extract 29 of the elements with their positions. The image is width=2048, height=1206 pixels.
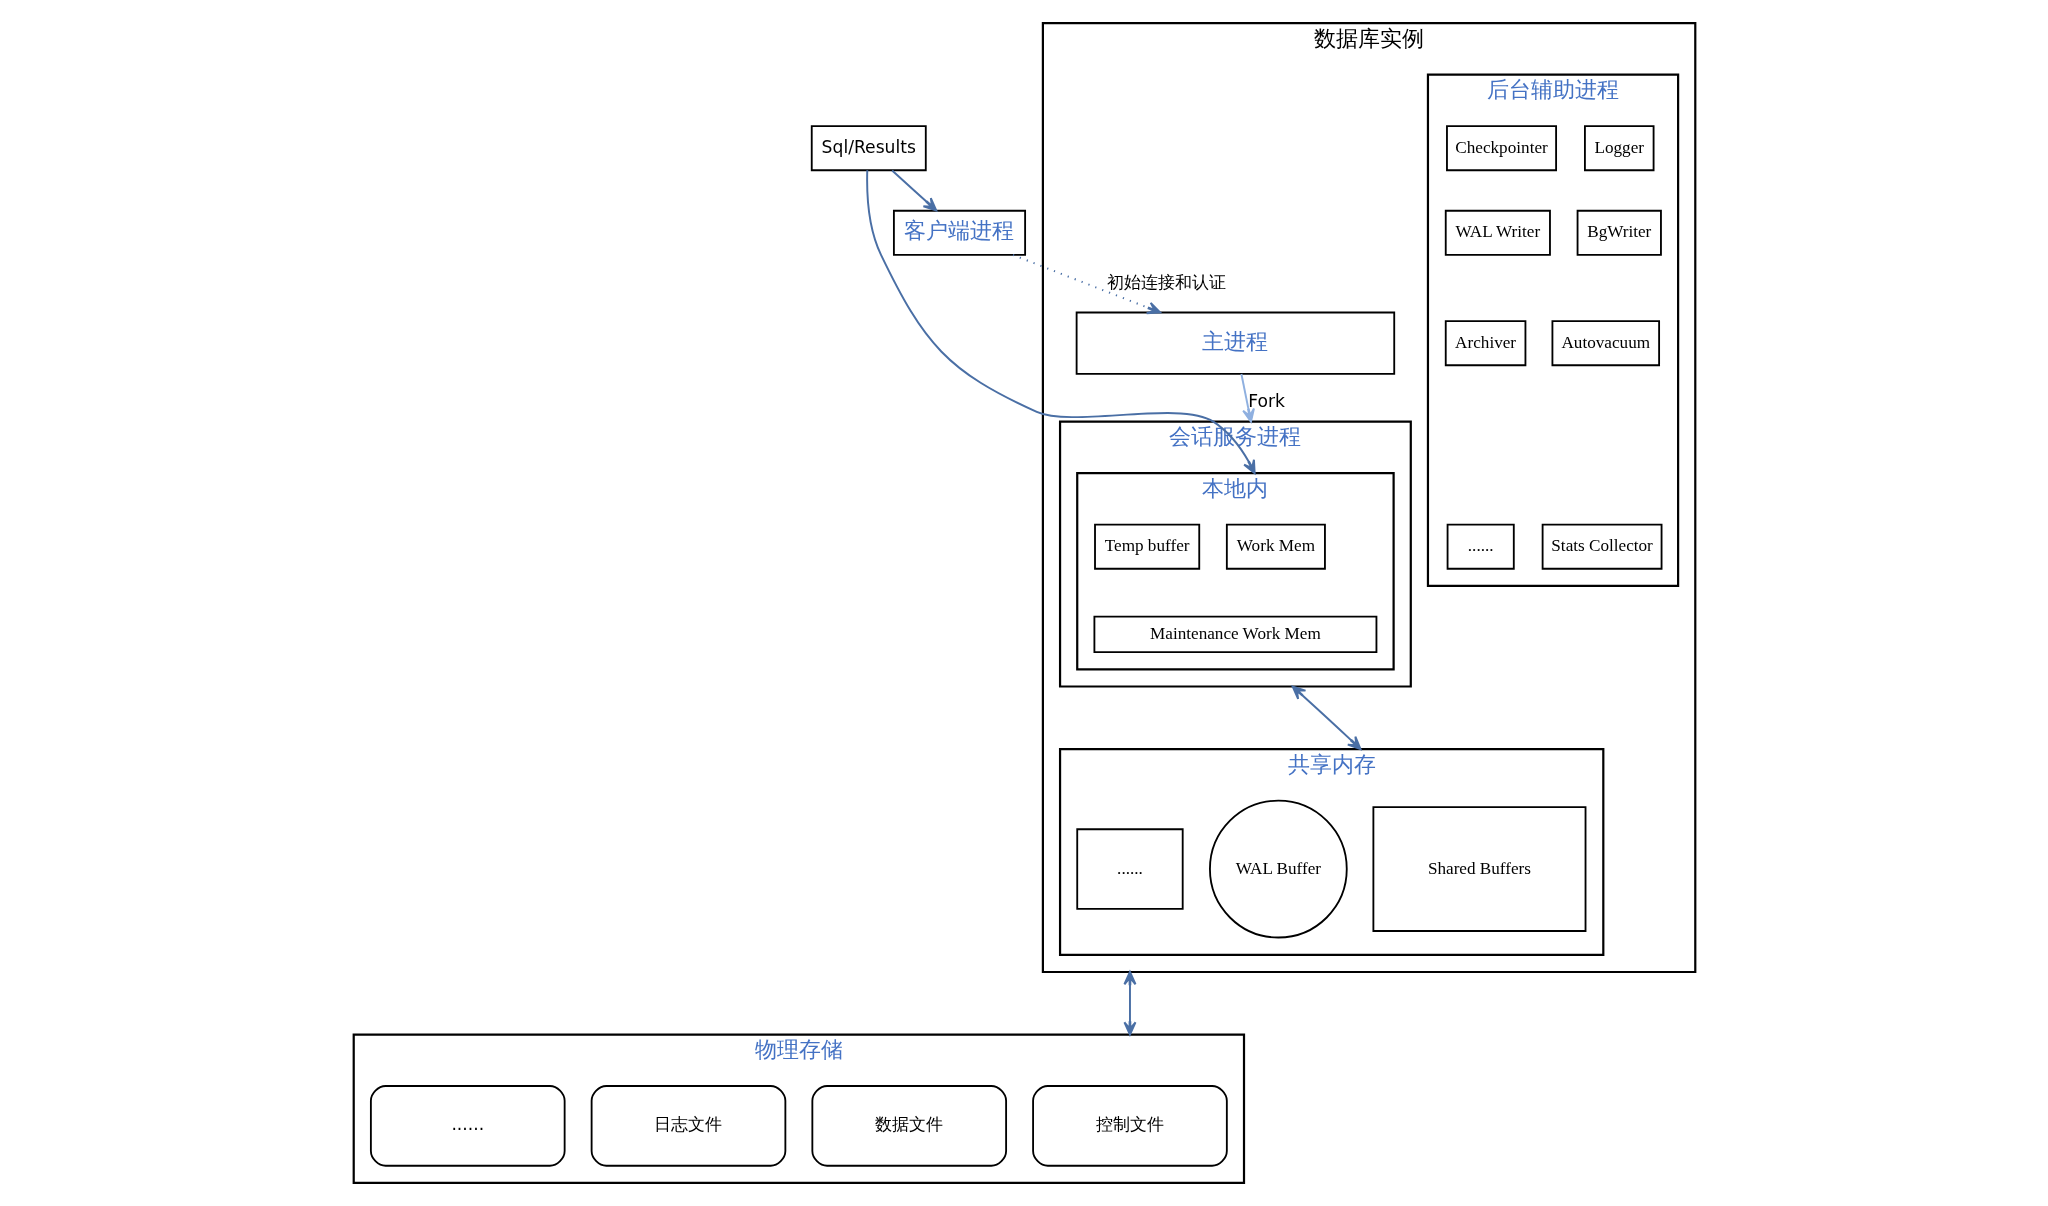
- arrow: [1011, 253, 1161, 315]
- edge-label: 初始连接和认证: [1106, 272, 1226, 293]
- node-box: 数据文件: [810, 1085, 1007, 1167]
- node-box: Checkpointer: [1445, 125, 1557, 172]
- node-box: Temp buffer: [1093, 523, 1200, 570]
- arrow: [1291, 685, 1361, 751]
- node-box: 日志文件: [590, 1085, 786, 1167]
- arrow: [1122, 971, 1136, 1036]
- node-box: Autovacuum: [1551, 320, 1660, 367]
- node-box: Archiver: [1444, 320, 1526, 367]
- node-box: 客户端进程: [892, 209, 1026, 256]
- node-box: Stats Collector: [1541, 523, 1662, 570]
- node-box: ......: [1446, 523, 1515, 570]
- node-circle: WAL Buffer: [1208, 799, 1348, 939]
- edge-label: Fork: [1247, 391, 1285, 412]
- node-box: 主进程: [1075, 311, 1395, 375]
- node-box: Shared Buffers: [1371, 806, 1586, 932]
- node-box: WAL Writer: [1444, 209, 1551, 256]
- node-box: ......: [1075, 828, 1184, 910]
- node-box: BgWriter: [1576, 209, 1662, 256]
- node-box: Work Mem: [1225, 523, 1326, 570]
- node-box: Sql/Results: [810, 125, 927, 172]
- node-box: ......: [369, 1085, 566, 1167]
- node-box: 控制文件: [1031, 1085, 1228, 1167]
- node-box: Logger: [1583, 125, 1654, 172]
- arrow: [890, 169, 937, 212]
- arrow: [865, 169, 1256, 475]
- arrow: [1239, 373, 1255, 423]
- node-box: Maintenance Work Mem: [1093, 615, 1377, 654]
